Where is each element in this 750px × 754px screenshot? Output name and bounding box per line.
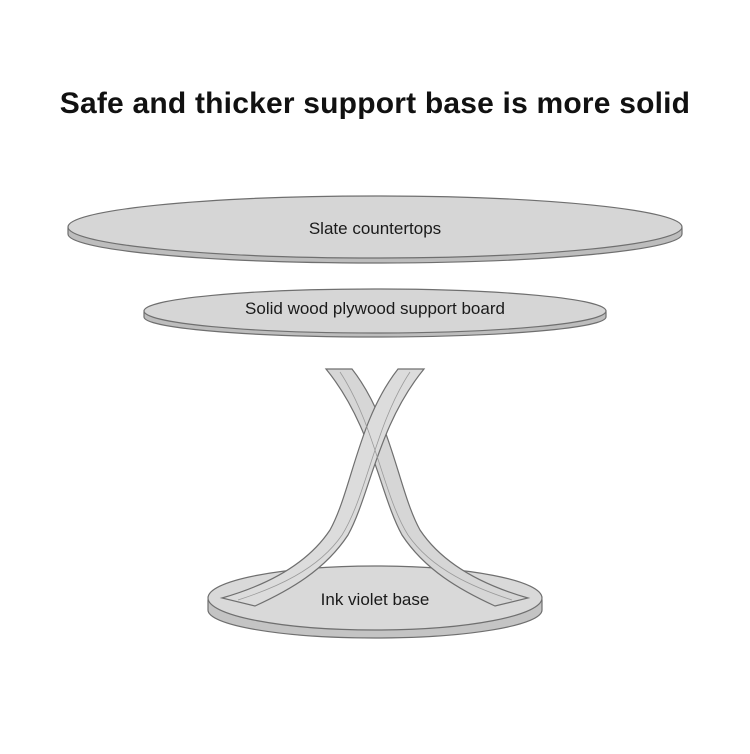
base-label: Ink violet base [320,590,430,609]
pedestal-legs [219,368,531,607]
countertop-label: Slate countertops [308,219,442,238]
headline: Safe and thicker support base is more so… [59,87,691,121]
support-board-disc [143,288,607,338]
countertop-disc [67,195,683,264]
support-board-label: Solid wood plywood support board [245,299,505,318]
